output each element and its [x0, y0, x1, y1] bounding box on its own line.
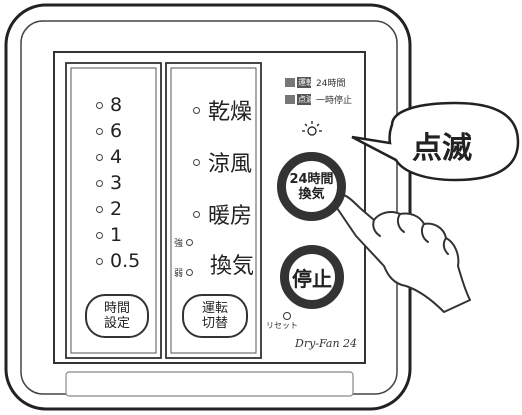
time-option-0-5: 0.5 — [96, 249, 140, 273]
led-indicator — [96, 231, 103, 239]
led-indicator — [186, 239, 194, 246]
blinking-lamp-icon — [302, 121, 322, 136]
reset-label: リセット — [266, 321, 298, 330]
time-option-1: 1 — [96, 223, 122, 247]
led-indicator — [193, 106, 200, 114]
led-indicator — [96, 257, 103, 265]
indicator-24h-label: 24時間 — [316, 79, 346, 89]
brand-logo: Dry-Fan 24 — [295, 337, 358, 350]
mode-ventilation: 換気 — [210, 254, 255, 279]
time-option-6: 6 — [96, 119, 122, 143]
led-indicator — [193, 210, 200, 218]
time-option-2: 2 — [96, 197, 122, 221]
ventilation-strong: 強 — [174, 236, 194, 249]
indicator-leds — [285, 77, 311, 105]
bottom-slot — [65, 371, 354, 397]
ventilation-24h-button[interactable]: 24時間 換気 — [277, 152, 346, 221]
time-option-3: 3 — [96, 171, 122, 195]
indicator-pause-label: 一時停止 — [316, 96, 353, 106]
led-indicator — [96, 179, 103, 187]
mode-switch-button[interactable]: 運転 切替 — [182, 294, 248, 338]
ventilation-weak: 弱 — [174, 266, 194, 279]
pointing-hand — [330, 192, 471, 313]
stop-button[interactable]: 停止 — [280, 245, 344, 309]
indicator-tag-blink: 点滅 — [298, 95, 314, 104]
time-option-8: 8 — [96, 93, 122, 117]
led-indicator — [96, 153, 103, 161]
led-indicator — [96, 101, 103, 109]
mode-cool-breeze: 涼風 — [193, 146, 252, 178]
callout-text: 点滅 — [412, 131, 472, 166]
mode-drying: 乾燥 — [193, 94, 252, 126]
led-indicator — [96, 127, 103, 135]
indicator-tag-running: 運転 — [298, 78, 314, 87]
led-indicator — [96, 205, 103, 213]
mode-heating: 暖房 — [193, 198, 252, 230]
time-set-button[interactable]: 時間 設定 — [85, 294, 149, 338]
led-indicator — [193, 158, 200, 166]
time-option-4: 4 — [96, 145, 122, 169]
reset-hole[interactable] — [283, 312, 291, 320]
callout-bubble — [351, 101, 520, 182]
led-indicator — [186, 269, 194, 276]
